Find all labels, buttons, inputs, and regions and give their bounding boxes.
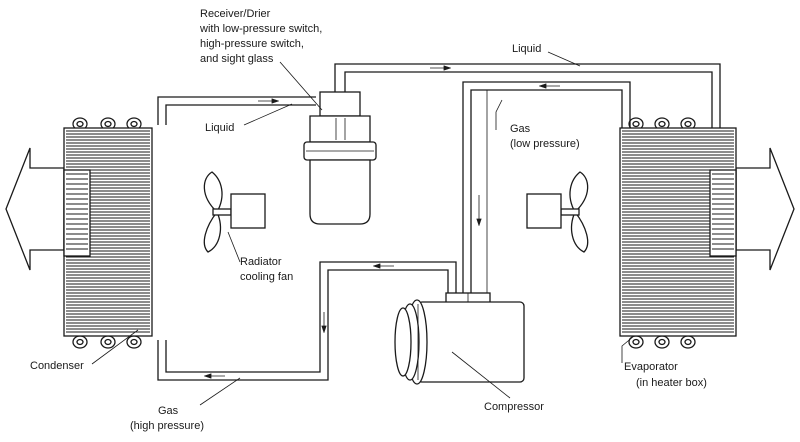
label-receiver-line4: and sight glass [200,53,274,65]
evaporator-bottom-loops [628,335,696,349]
receiver-switch-body [309,115,371,143]
labels: Receiver/Drier with low-pressure switch,… [30,8,707,432]
label-receiver-line3: high-pressure switch, [200,38,304,50]
label-radiator-line1: Radiator [240,256,282,268]
condenser-inlet-fins [66,173,88,250]
pipe-liquid-left [157,96,316,125]
fan-motor-left [230,193,266,229]
pipe-gas-low [462,81,631,295]
condenser [5,117,153,349]
label-gas-high-line1: Gas [158,405,179,417]
label-evaporator-line2: (in heater box) [636,377,707,389]
refrigerant-pipes [157,63,721,381]
condenser-inlet-box [63,169,91,257]
receiver-cap [319,91,361,117]
condenser-bottom-loops [72,335,142,349]
label-condenser: Condenser [30,360,84,372]
fan-motor-right [526,193,562,229]
label-gas-low-line1: Gas [510,123,531,135]
flow-arrows [205,68,560,376]
label-gas-low-line2: (low pressure) [510,138,580,150]
label-compressor: Compressor [484,401,544,413]
fan-icon [203,171,266,253]
compressor-icon [394,292,525,385]
airflow-arrow-right-icon [735,147,795,271]
receiver-canister [309,159,371,225]
label-liquid-left: Liquid [205,122,234,134]
evaporator-outlet-box [709,169,737,257]
pipe-gas-high [157,261,457,381]
receiver-drier-icon [303,91,377,225]
compressor-body [417,301,525,383]
condenser-top-loops [72,117,142,131]
label-liquid-top: Liquid [512,43,541,55]
evaporator-outlet-fins [712,173,734,250]
leader-lines [91,51,635,406]
label-receiver-line2: with low-pressure switch, [199,23,322,35]
label-radiator-line2: cooling fan [240,271,293,283]
label-evaporator-line1: Evaporator [624,361,678,373]
label-gas-high-line2: (high pressure) [130,420,204,432]
pipe-liquid-top [334,63,721,128]
airflow-arrow-left-icon [5,147,65,271]
label-receiver-line1: Receiver/Drier [200,8,271,20]
fan-icon [526,171,589,253]
evaporator [619,117,795,349]
